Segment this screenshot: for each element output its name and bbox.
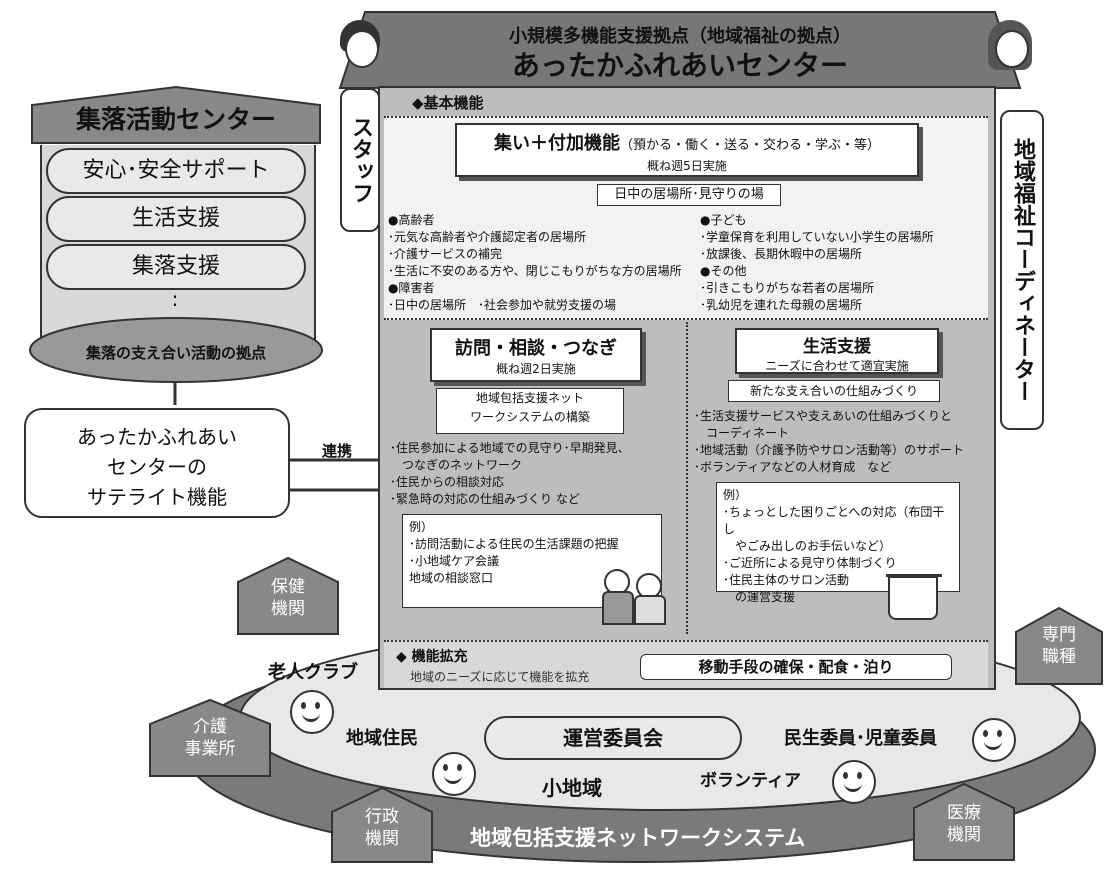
life-title: 生活支援 [803,337,871,357]
satellite-box: あったかふれあい センターの サテライト機能 [24,408,290,518]
village-item-life: 生活支援 [46,196,306,242]
core-function-paren: （預かる・働く・送る・交わる・学ぶ・等） [619,138,880,153]
residents-smiley-icon [432,752,476,796]
visiting-people-illustration [600,565,670,625]
welfare-commissioners-label: 民生委員･児童委員 [784,728,937,749]
link-label: 連携 [322,442,353,460]
commissioners-smiley-icon [972,718,1016,762]
life-example-box: 例） ･ちょっとした困りごとへの対応（布団干し やごみ出しのお手伝いなど） ･ご… [716,482,960,604]
expand-box: 移動手段の確保・配食・泊り [640,654,952,680]
village-roof [31,85,321,144]
coordinator-label-box: 地域福祉コーディネーター [1000,110,1044,430]
village-base-label: 集落の支え合い活動の拠点 [85,344,266,362]
expand-sub: 地域のニーズに応じて機能を拡充 [410,670,590,684]
section-divider [686,322,688,634]
coordinator-label: 地域福祉コーディネーター [1010,138,1035,402]
elders-smiley-icon [290,690,334,734]
admin-house [331,786,433,863]
specialist-label: 専門 職種 [1042,625,1076,667]
core-function-box: 集い＋付加機能（預かる・働く・送る・交わる・学ぶ・等） 概ね週5日実施 [455,123,919,177]
admin-agency-label: 行政 機関 [365,807,399,849]
health-house [237,556,339,635]
new-mechanism-box: 新たな支え合いの仕組みづくり [728,380,940,402]
life-sub: ニーズに合わせて適宜実施 [765,359,909,373]
elders-club-label: 老人クラブ [268,662,358,683]
staff-label-box: スタッフ [340,88,380,232]
volunteers-smiley-icon [832,760,876,804]
village-base [29,317,323,383]
committee-label: 運営委員会 [484,716,742,760]
network-label: 地域包括支援ネットワークシステム [470,826,806,850]
volunteers-label: ボランティア [700,771,801,791]
daytime-place-box: 日中の居場所･見守りの場 [597,184,781,206]
visit-title: 訪問・相談・つなぎ [455,338,617,359]
village-title: 集落活動センター [75,105,276,134]
basic-left-list: ●高齢者 ･元気な高齢者や介護認定者の居場所 ･介護サービスの補完 ･生活に不安… [388,213,682,312]
visit-title-box: 訪問・相談・つなぎ 概ね週2日実施 [430,328,642,382]
health-agency-label: 保健 機関 [271,577,305,619]
life-title-box: 生活支援 ニーズに合わせて適宜実施 [735,328,939,374]
roof-subtitle: 小規模多機能支援拠点（地域福祉の拠点） [509,26,851,47]
expand-header: ◆ 機能拡充 [396,649,468,665]
medical-house [913,782,1015,861]
basic-header: ◆基本機能 [412,94,484,112]
residents-label: 地域住民 [346,728,418,749]
specialist-house [1015,606,1103,685]
core-function-sub: 概ね週5日実施 [647,159,727,173]
village-item-safety: 安心･安全サポート [46,148,306,194]
staff-label: スタッフ [348,116,373,204]
basic-right-list: ●子ども ･学童保育を利用していない小学生の居場所 ･放課後、長期休暇中の居場所… [700,213,934,312]
network-system-box: 地域包括支援ネット ワークシステムの構築 [436,388,624,434]
village-ellipsis: : [171,287,179,311]
care-provider-label: 介護 事業所 [184,717,236,759]
care-house [149,698,271,777]
visit-sub: 概ね週2日実施 [496,362,576,376]
life-list: ･生活支援サービスや支えあいの仕組みづくりと コーディネート ･地域活動（介護予… [694,409,965,474]
medical-agency-label: 医療 機関 [947,803,981,845]
visit-list: ･住民参加による地域での見守り･早期発見、 つなぎのネットワーク ･住民からの相… [390,441,630,506]
coordinator-person-icon [985,20,1035,82]
roof-title: あったかふれあいセンター [511,49,848,82]
staff-person-icon [335,20,385,82]
futon-drying-illustration [884,562,944,622]
village-item-support: 集落支援 [46,244,306,290]
small-area-label: 小地域 [542,776,602,800]
core-function-title: 集い＋付加機能 [493,133,620,154]
